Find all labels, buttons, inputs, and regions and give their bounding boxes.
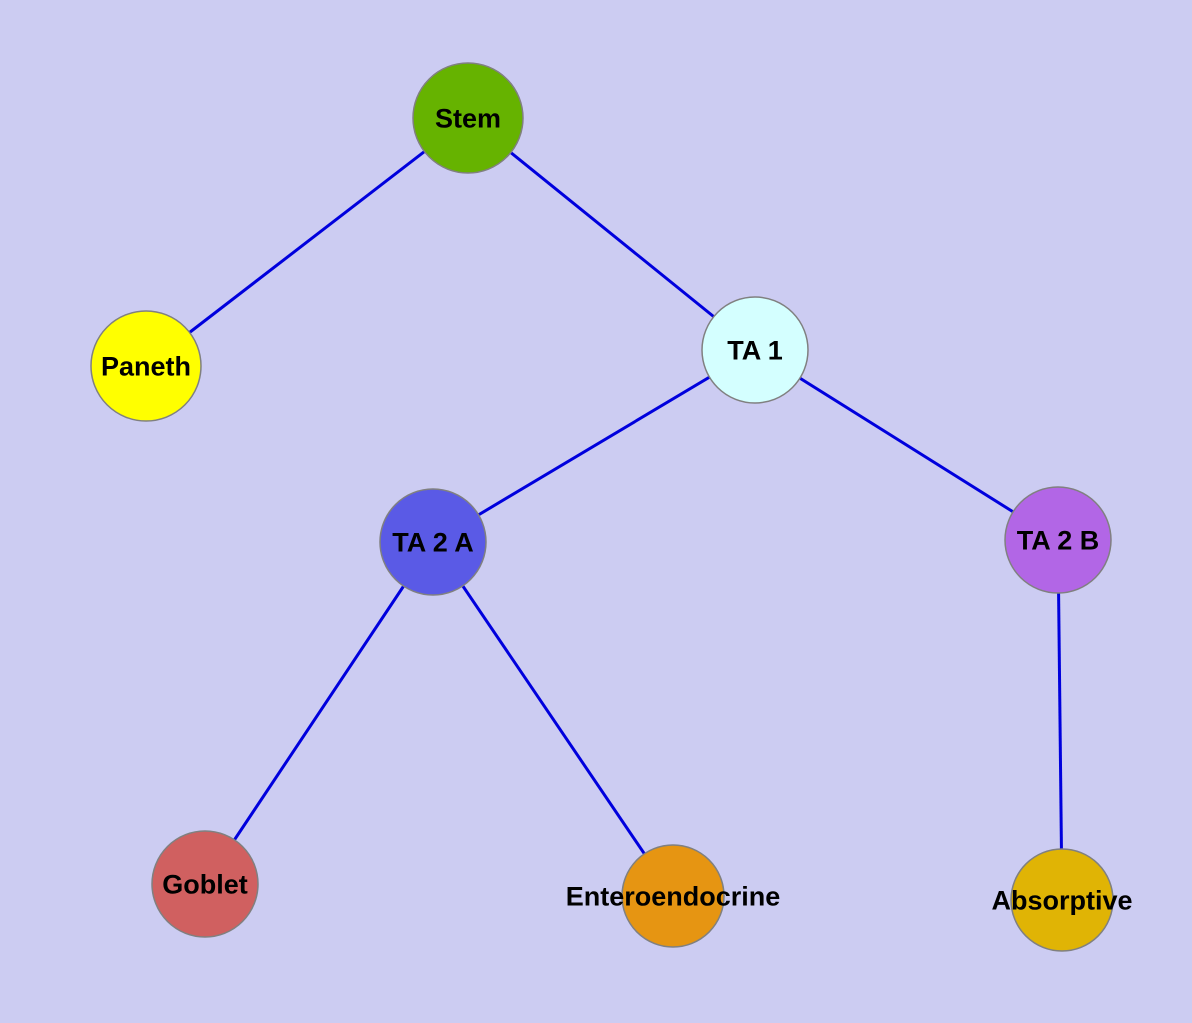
node-ta1: TA 1 — [701, 296, 809, 404]
node-enteroendocrine: Enteroendocrine — [566, 844, 781, 948]
node-circle-ta1 — [701, 296, 809, 404]
node-label-ta1: TA 1 — [727, 335, 783, 365]
edge-stem-ta1 — [467, 116, 756, 352]
node-circle-absorptive — [1010, 848, 1114, 952]
node-stem: Stem — [412, 62, 524, 174]
node-label-enteroendocrine: Enteroendocrine — [566, 881, 781, 911]
node-label-paneth: Paneth — [101, 351, 191, 381]
node-label-goblet: Goblet — [162, 869, 248, 899]
node-circle-paneth — [90, 310, 202, 422]
node-ta2b: TA 2 B — [1004, 486, 1112, 594]
node-label-ta2b: TA 2 B — [1017, 525, 1100, 555]
node-circle-ta2a — [379, 488, 487, 596]
node-circle-stem — [412, 62, 524, 174]
edge-ta2b-absorptive — [1056, 539, 1064, 901]
node-label-stem: Stem — [435, 103, 501, 133]
node-ta2a: TA 2 A — [379, 488, 487, 596]
node-absorptive: Absorptive — [991, 848, 1133, 952]
edge-ta1-ta2b — [754, 348, 1059, 542]
node-label-ta2a: TA 2 A — [392, 527, 474, 557]
node-label-absorptive: Absorptive — [991, 885, 1132, 915]
edges-layer — [145, 116, 1064, 901]
node-circle-goblet — [151, 830, 259, 938]
node-circle-ta2b — [1004, 486, 1112, 594]
node-circle-enteroendocrine — [621, 844, 725, 948]
edge-ta1-ta2a — [432, 348, 756, 544]
node-paneth: Paneth — [90, 310, 202, 422]
edge-stem-paneth — [145, 116, 469, 368]
edge-ta2a-enteroendocrine — [431, 541, 675, 897]
edge-ta2a-goblet — [203, 541, 435, 885]
node-goblet: Goblet — [151, 830, 259, 938]
